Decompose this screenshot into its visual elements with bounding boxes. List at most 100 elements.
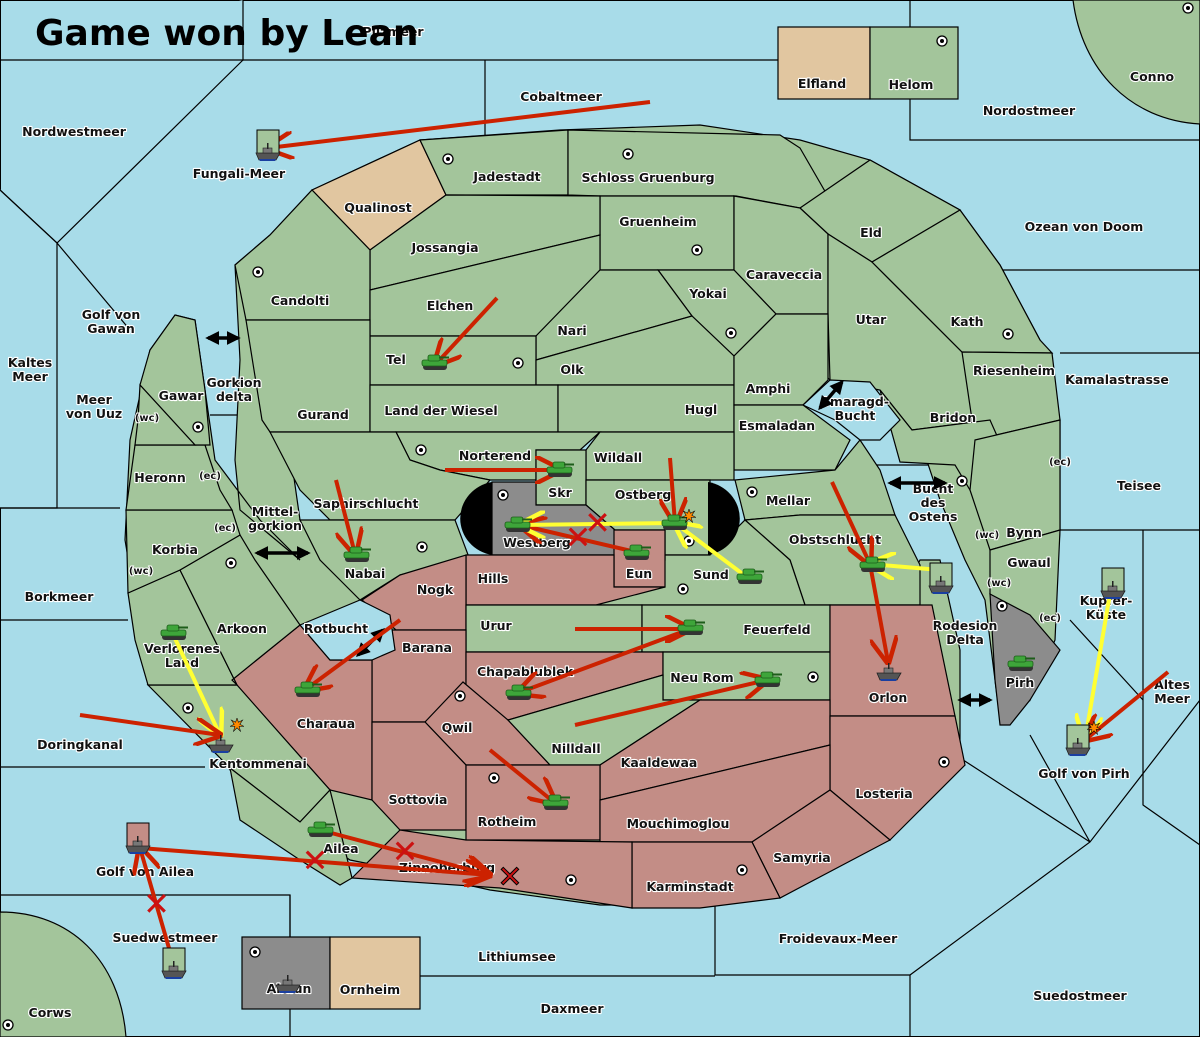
label-qwil: Qwil — [442, 720, 473, 735]
supply-center-icon — [416, 541, 428, 553]
label-gwaul: Gwaul — [1007, 555, 1050, 570]
coast-label: (ec) — [199, 471, 221, 482]
territory-jadestadt[interactable] — [419, 129, 569, 196]
label-doringkanal: Doringkanal — [37, 737, 123, 752]
label-cobaltmeer: Cobaltmeer — [520, 89, 602, 104]
label-elfland: Elfland — [798, 76, 846, 91]
failed-order-x-icon: ✕ — [584, 504, 611, 542]
label-pirh: Pirh — [1006, 675, 1035, 690]
label-olk: Olk — [560, 362, 584, 377]
supply-center-icon — [442, 153, 454, 165]
double-arrow-icon — [818, 379, 844, 411]
fleet-unit-suedwestmeer[interactable] — [161, 947, 187, 980]
label-barana: Barana — [402, 640, 452, 655]
label-tel: Tel — [386, 352, 406, 367]
supply-center-icon — [488, 772, 500, 784]
unit-layer — [125, 129, 1126, 994]
territory-corws[interactable] — [0, 911, 127, 1037]
coast-label: (wc) — [129, 566, 153, 577]
move-order-arrow — [79, 713, 220, 735]
territory-gawar-south[interactable] — [134, 383, 197, 446]
label-gruenheim: Gruenheim — [619, 214, 696, 229]
label-nordwestmeer: Nordwestmeer — [22, 124, 127, 139]
label-froidevaux-meer: Froidevaux-Meer — [779, 931, 898, 946]
fleet-unit-fungali-meer[interactable] — [255, 129, 281, 162]
move-order-arrow — [319, 828, 490, 875]
move-order-arrow — [488, 748, 555, 803]
move-order-arrow — [268, 100, 651, 148]
label-ostberg: Ostberg — [615, 487, 672, 502]
label-bridon: Bridon — [930, 410, 976, 425]
label-elchen: Elchen — [427, 298, 474, 313]
move-order-arrow — [435, 296, 499, 365]
territory-saphirschlucht[interactable] — [269, 431, 492, 521]
move-order-arrow — [574, 680, 767, 727]
move-order-arrow — [868, 563, 888, 662]
label-heronn: Heronn — [134, 470, 186, 485]
label-ailea: Ailea — [323, 841, 358, 856]
fleet-unit-bucht-des-ostens[interactable] — [928, 562, 954, 595]
fleet-unit-golf-von-pirh[interactable] — [1065, 721, 1101, 757]
label-helom: Helom — [889, 77, 934, 92]
label-gurand: Gurand — [297, 407, 349, 422]
supply-center-icon — [565, 874, 577, 886]
territory-conno[interactable] — [1072, 0, 1200, 125]
label-nabai: Nabai — [345, 566, 386, 581]
destroyed-unit-x-icon: ✕ — [497, 860, 522, 895]
territory-gruenheim[interactable] — [599, 195, 735, 271]
label-kamalastrasse: Kamalastrasse — [1065, 372, 1169, 387]
supply-center-icon — [936, 35, 948, 47]
label-yokai: Yokai — [688, 286, 727, 301]
supply-center-icon — [497, 489, 509, 501]
coast-label: (ec) — [1039, 613, 1061, 624]
territory-ornheim[interactable] — [329, 936, 421, 1010]
supply-center-icon — [192, 421, 204, 433]
label-golf-von-pirh: Golf von Pirh — [1038, 766, 1129, 781]
label-lithiumsee: Lithiumsee — [478, 949, 556, 964]
label-urur: Urur — [480, 618, 512, 633]
move-order-arrow — [140, 848, 175, 963]
label-norterend: Norterend — [459, 448, 531, 463]
label-kentommenai: Kentommenai — [209, 756, 307, 771]
label-jossangia: Jossangia — [410, 240, 478, 255]
label-charaua: Charaua — [297, 716, 355, 731]
territory-elfland[interactable] — [777, 26, 871, 100]
coast-label: (wc) — [975, 530, 999, 541]
supply-center-icon — [225, 557, 237, 569]
label-mouchimoglou: Mouchimoglou — [627, 816, 730, 831]
move-order-arrow — [334, 479, 355, 554]
supply-center-icon — [252, 266, 264, 278]
label-nilldall: Nilldall — [551, 741, 600, 756]
label-mellar: Mellar — [766, 493, 811, 508]
coast-label: (ec) — [214, 523, 236, 534]
label-arkoon: Arkoon — [217, 621, 267, 636]
move-order-arrow — [670, 457, 675, 523]
supply-center-icon — [454, 690, 466, 702]
label-feuerfeld: Feuerfeld — [743, 622, 810, 637]
supply-center-icon — [2, 1019, 14, 1031]
label-karminstadt: Karminstadt — [646, 879, 733, 894]
territory-ailea[interactable] — [229, 766, 353, 886]
supply-center-icon — [996, 600, 1008, 612]
failed-order-x-icon: ✕ — [143, 885, 170, 923]
label-kath: Kath — [951, 314, 984, 329]
label-teisee: Teisee — [1117, 478, 1161, 493]
label-westberg: Westberg — [503, 535, 571, 550]
label-ozean-von-doom: Ozean von Doom — [1025, 219, 1144, 234]
label-neu-rom: Neu Rom — [670, 670, 733, 685]
label-hugl: Hugl — [685, 402, 718, 417]
failed-order-x-icon: ✕ — [392, 833, 419, 871]
label-hills: Hills — [478, 571, 509, 586]
label-samyria: Samyria — [773, 850, 831, 865]
territory-gawar[interactable] — [139, 314, 211, 446]
fleet-unit-kupfer-k-ste[interactable] — [1100, 567, 1126, 600]
label-nogk: Nogk — [417, 582, 454, 597]
label-eld: Eld — [860, 225, 882, 240]
label-conno: Conno — [1130, 69, 1175, 84]
fleet-unit-golf-von-ailea[interactable] — [125, 822, 151, 855]
label-esmaladan: Esmaladan — [739, 418, 815, 433]
